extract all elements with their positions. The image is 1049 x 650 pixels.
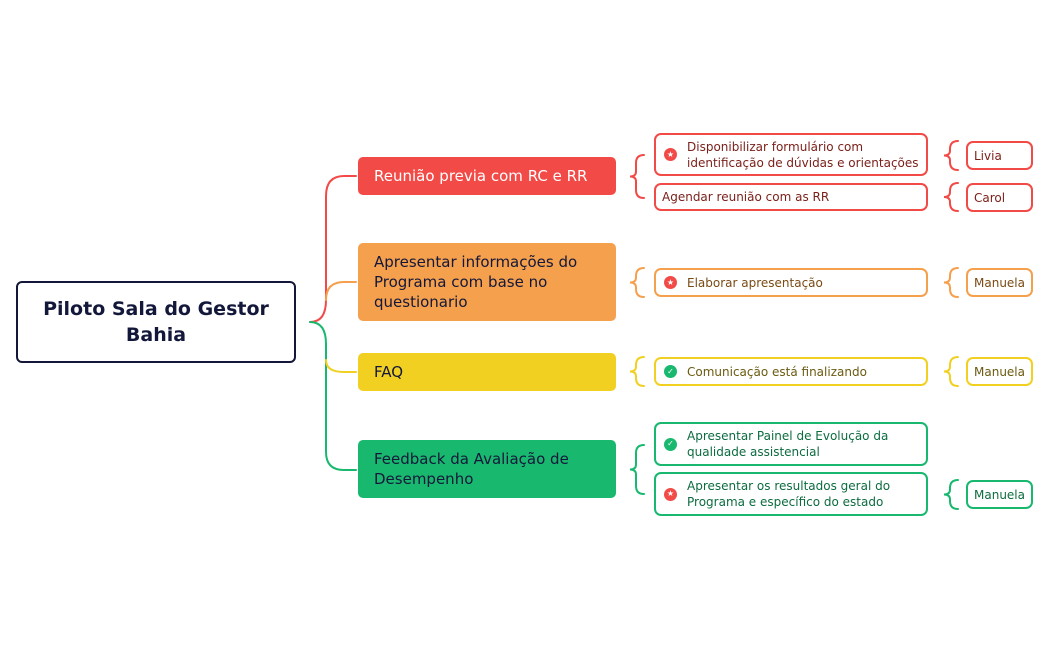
brace-apresentar-subtopics: [629, 267, 645, 298]
branch-feedback-avaliacao[interactable]: Feedback da Avaliação de Desempenho: [358, 440, 616, 498]
trunk-to-branch-apresentar: [325, 281, 357, 301]
subtopic-elaborar-apresentacao[interactable]: ★ Elaborar apresentação: [654, 268, 928, 297]
branch-label: Feedback da Avaliação de Desempenho: [374, 450, 569, 488]
subtopic-comunicacao-finalizando[interactable]: ✓ Comunicação está finalizando: [654, 357, 928, 386]
subtopic-label: Comunicação está finalizando: [687, 364, 867, 379]
assignee-label: Livia: [974, 148, 1002, 163]
assignee-label: Manuela: [974, 364, 1025, 379]
assignee-carol[interactable]: Carol: [966, 183, 1033, 212]
assignee-manuela[interactable]: Manuela: [966, 480, 1033, 509]
brace-faq-subtopics: [629, 356, 645, 387]
subtopic-label: Apresentar Painel de Evolução da qualida…: [687, 429, 889, 459]
assignee-label: Manuela: [974, 275, 1025, 290]
brace-feedback-subtopics: [629, 444, 645, 495]
brace-manuela-faq: [943, 356, 959, 387]
trunk-to-branch-feedback: [309, 321, 357, 471]
root-topic[interactable]: Piloto Sala do Gestor Bahia: [16, 281, 296, 363]
assignee-manuela[interactable]: Manuela: [966, 357, 1033, 386]
branch-label: FAQ: [374, 363, 404, 381]
assignee-livia[interactable]: Livia: [966, 141, 1033, 170]
assignee-label: Carol: [974, 190, 1006, 205]
assignee-label: Manuela: [974, 487, 1025, 502]
subtopic-resultados-programa[interactable]: ★ Apresentar os resultados geral do Prog…: [654, 472, 928, 516]
branch-reuniao-previa[interactable]: Reunião previa com RC e RR: [358, 157, 616, 195]
subtopic-label: Disponibilizar formulário com identifica…: [687, 139, 919, 170]
brace-livia: [943, 140, 959, 171]
brace-manuela-feedback: [943, 479, 959, 510]
subtopic-label: Agendar reunião com as RR: [662, 190, 830, 204]
root-topic-label: Piloto Sala do Gestor Bahia: [43, 298, 269, 346]
brace-reuniao-subtopics: [629, 154, 645, 199]
check-badge-icon: ✓: [664, 365, 677, 378]
branch-label: Apresentar informações do Programa com b…: [374, 253, 578, 311]
star-badge-icon: ★: [664, 276, 677, 289]
subtopic-disponibilizar-formulario[interactable]: ★ Disponibilizar formulário com identifi…: [654, 133, 928, 176]
star-badge-icon: ★: [664, 148, 677, 161]
subtopic-label: Apresentar os resultados geral do Progra…: [687, 479, 891, 509]
brace-manuela-apresentar: [943, 267, 959, 298]
brace-carol: [943, 182, 959, 212]
trunk-to-branch-faq: [325, 359, 357, 373]
subtopic-agendar-reuniao[interactable]: Agendar reunião com as RR: [654, 183, 928, 211]
branch-faq[interactable]: FAQ: [358, 353, 616, 391]
subtopic-label: Elaborar apresentação: [687, 275, 823, 290]
branch-apresentar-informacoes[interactable]: Apresentar informações do Programa com b…: [358, 243, 616, 321]
star-badge-icon: ★: [664, 487, 677, 501]
check-badge-icon: ✓: [664, 437, 677, 451]
trunk-to-branch-reuniao: [309, 175, 357, 323]
branch-label: Reunião previa com RC e RR: [374, 167, 588, 185]
assignee-manuela[interactable]: Manuela: [966, 268, 1033, 297]
subtopic-painel-evolucao[interactable]: ✓ Apresentar Painel de Evolução da quali…: [654, 422, 928, 466]
